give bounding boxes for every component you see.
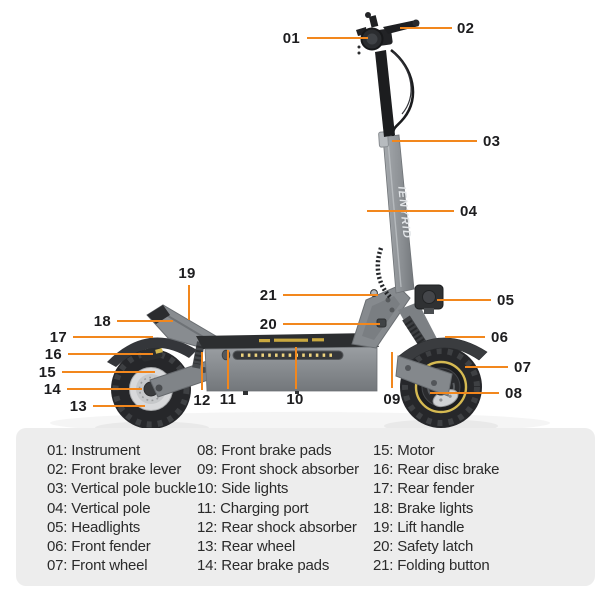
rear-shock-absorber bbox=[192, 341, 205, 369]
legend-item-03: 03: Vertical pole buckle bbox=[47, 480, 197, 498]
callout-label-vertical-pole-buckle: 03 bbox=[483, 133, 500, 150]
legend-item-01: 01: Instrument bbox=[47, 442, 141, 459]
callout-label-folding-button: 21 bbox=[260, 287, 277, 304]
front-fork-plate bbox=[395, 355, 453, 397]
legend-item-13: 13: Rear wheel bbox=[197, 538, 296, 556]
rear-fender bbox=[107, 337, 197, 367]
legend-column-2: 08: Front brake pads 09: Front shock abso… bbox=[197, 441, 373, 586]
callout-label-headlights: 05 bbox=[497, 292, 514, 309]
callout-label-front-fender: 06 bbox=[491, 329, 508, 346]
callout-label-vertical-pole: 04 bbox=[460, 203, 478, 220]
legend-item-11: 11: Charging port bbox=[197, 499, 309, 517]
callout-label-instrument: 01 bbox=[283, 30, 300, 47]
legend-item-14: 14: Rear brake pads bbox=[197, 557, 330, 575]
front-fender bbox=[398, 337, 488, 365]
callout-label-safety-latch: 20 bbox=[260, 316, 277, 333]
legend-item-18: 18: Brake lights bbox=[373, 499, 474, 517]
legend-item-02: 02: Front brake lever bbox=[47, 461, 182, 479]
pole-brand-text: IENYRID bbox=[395, 186, 412, 240]
folding-neck bbox=[351, 285, 411, 349]
deck bbox=[196, 333, 379, 395]
legend-item-09: 09: Front shock absorber bbox=[197, 461, 359, 479]
callout-label-front-brake-lever: 02 bbox=[457, 20, 474, 37]
callout-label-rear-brake-pads: 14 bbox=[44, 381, 62, 398]
callout-label-lift-handle: 19 bbox=[178, 265, 195, 282]
legend-item-21: 21: Folding button bbox=[373, 557, 490, 575]
coiled-cable bbox=[375, 247, 393, 300]
callout-label-front-shock-absorber: 09 bbox=[383, 391, 400, 408]
callout-label-motor: 15 bbox=[39, 364, 56, 381]
callout-label-charging-port: 11 bbox=[220, 391, 236, 408]
brake-light bbox=[147, 305, 170, 324]
legend-item-16: 16: Rear disc brake bbox=[373, 461, 500, 479]
callout-label-rear-wheel: 13 bbox=[70, 398, 87, 415]
callout-label-brake-lights: 18 bbox=[94, 313, 111, 330]
legend-item-10: 10: Side lights bbox=[197, 480, 289, 498]
legend-item-07: 07: Front wheel bbox=[47, 557, 148, 575]
callout-label-side-lights: 10 bbox=[286, 391, 303, 408]
legend-item-15: 15: Motor bbox=[373, 442, 435, 459]
callout-label-front-wheel: 07 bbox=[514, 359, 531, 376]
legend-item-20: 20: Safety latch bbox=[373, 538, 474, 556]
callout-label-rear-fender: 17 bbox=[50, 329, 67, 346]
legend-item-12: 12: Rear shock absorber bbox=[197, 518, 357, 536]
side-lights-strip bbox=[232, 350, 344, 360]
legend-item-17: 17: Rear fender bbox=[373, 480, 475, 498]
callout-label-rear-shock-absorber: 12 bbox=[193, 392, 210, 409]
callout-label-front-brake-pads: 08 bbox=[505, 385, 522, 402]
legend-item-04: 04: Vertical pole bbox=[47, 499, 151, 517]
legend-item-05: 05: Headlights bbox=[47, 518, 141, 536]
legend-item-06: 06: Front fender bbox=[47, 538, 151, 556]
handlebar-stem bbox=[356, 12, 420, 137]
headlights bbox=[414, 284, 444, 314]
vertical-pole: IENYRID bbox=[375, 131, 415, 300]
legend-item-08: 08: Front brake pads bbox=[197, 442, 332, 459]
callout-label-rear-disc-brake: 16 bbox=[45, 346, 62, 363]
legend-item-19: 19: Lift handle bbox=[373, 518, 465, 536]
